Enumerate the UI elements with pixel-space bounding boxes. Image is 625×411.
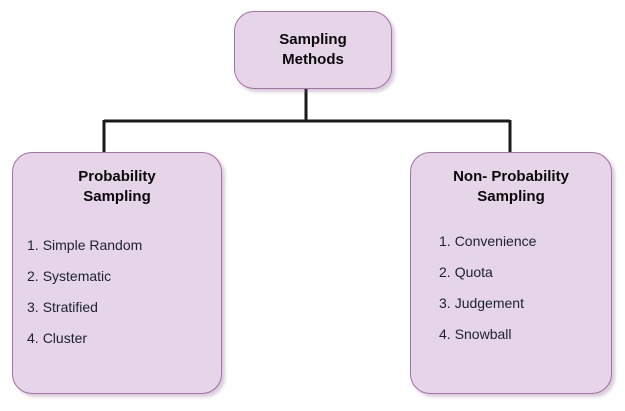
list-item-number: 1. bbox=[27, 236, 39, 253]
list-item-number: 4. bbox=[439, 325, 451, 342]
node-non-probability-sampling-title: Non- Probability Sampling bbox=[453, 168, 569, 206]
list-item-label: Snowball bbox=[454, 325, 512, 342]
list-item: 1.Convenience bbox=[439, 234, 611, 248]
list-item-label: Quota bbox=[454, 263, 493, 280]
list-item-number: 2. bbox=[27, 267, 39, 284]
node-sampling-methods-title: Sampling Methods bbox=[279, 30, 347, 68]
node-probability-sampling: Probability Sampling 1.Simple Random 2.S… bbox=[12, 152, 222, 394]
list-item-label: Judgement bbox=[454, 294, 524, 311]
list-item-number: 1. bbox=[439, 232, 451, 249]
list-item: 4.Snowball bbox=[439, 327, 611, 341]
list-item-number: 2. bbox=[439, 263, 451, 280]
node-probability-sampling-title: Probability Sampling bbox=[78, 168, 156, 206]
list-item-number: 3. bbox=[439, 294, 451, 311]
list-item-label: Stratified bbox=[42, 298, 98, 315]
node-non-probability-sampling: Non- Probability Sampling 1.Convenience … bbox=[410, 152, 612, 394]
list-item: 3.Stratified bbox=[27, 300, 221, 314]
list-item: 4.Cluster bbox=[27, 331, 221, 345]
list-item: 1.Simple Random bbox=[27, 238, 221, 252]
list-item: 3.Judgement bbox=[439, 296, 611, 310]
list-item-label: Cluster bbox=[42, 329, 88, 346]
non-probability-sampling-list: 1.Convenience 2.Quota 3.Judgement 4.Snow… bbox=[411, 234, 611, 341]
list-item: 2.Systematic bbox=[27, 269, 221, 283]
list-item: 2.Quota bbox=[439, 265, 611, 279]
list-item-label: Systematic bbox=[42, 267, 112, 284]
node-sampling-methods: Sampling Methods bbox=[234, 11, 392, 89]
list-item-number: 4. bbox=[27, 329, 39, 346]
probability-sampling-list: 1.Simple Random 2.Systematic 3.Stratifie… bbox=[13, 238, 221, 345]
list-item-label: Simple Random bbox=[42, 236, 143, 253]
list-item-number: 3. bbox=[27, 298, 39, 315]
list-item-label: Convenience bbox=[454, 232, 537, 249]
